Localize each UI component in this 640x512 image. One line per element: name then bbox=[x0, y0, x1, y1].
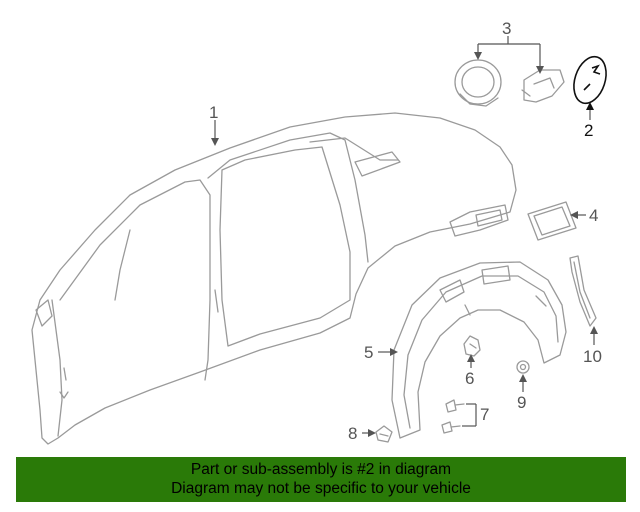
part-7-screws bbox=[441, 399, 465, 434]
callout-6: 6 bbox=[465, 369, 474, 388]
part-1-body-side-panel bbox=[31, 112, 517, 445]
part-10-seal bbox=[569, 255, 597, 327]
callout-5: 5 bbox=[364, 343, 373, 362]
part-3-fuel-filler-housing bbox=[454, 59, 565, 107]
part-5-wheelhouse-liner bbox=[391, 261, 567, 439]
part-4-pressure-relief-valve bbox=[527, 201, 577, 241]
callout-3: 3 bbox=[502, 19, 511, 38]
part-8-clip bbox=[375, 425, 393, 443]
part-2-fuel-door bbox=[573, 55, 607, 105]
banner-line-disclaimer: Diagram may not be specific to your vehi… bbox=[171, 480, 471, 497]
notice-banner: Part or sub-assembly is #2 in diagram Di… bbox=[16, 457, 626, 502]
callout-7: 7 bbox=[480, 405, 489, 424]
banner-line-part-number: Part or sub-assembly is #2 in diagram bbox=[190, 461, 452, 478]
callout-4: 4 bbox=[589, 206, 598, 225]
part-6-retainer bbox=[463, 335, 481, 357]
parts-diagram: 1 2 3 4 5 6 7 8 9 10 bbox=[31, 19, 607, 445]
callout-10: 10 bbox=[583, 347, 602, 366]
callout-2: 2 bbox=[584, 121, 593, 140]
callout-1: 1 bbox=[209, 103, 218, 122]
part-9-nut bbox=[516, 360, 530, 374]
callout-8: 8 bbox=[348, 424, 357, 443]
callout-9: 9 bbox=[517, 393, 526, 412]
callout-leaders bbox=[211, 36, 598, 437]
